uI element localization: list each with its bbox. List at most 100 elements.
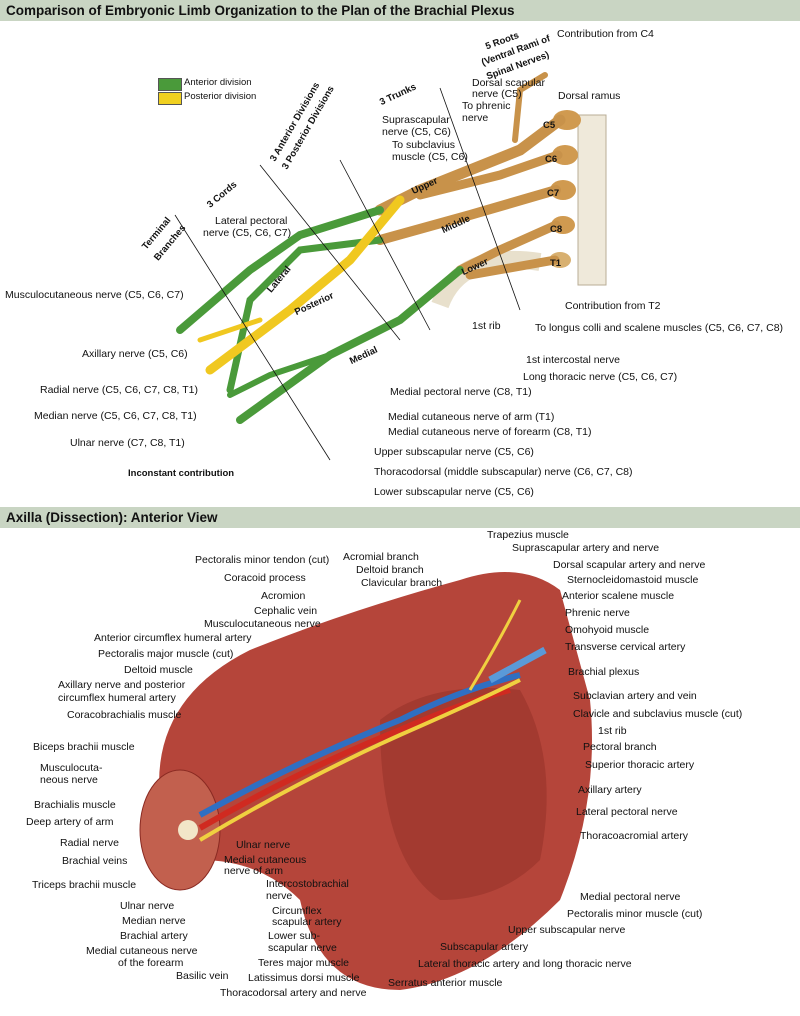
label: Dorsal scapular xyxy=(472,77,545,89)
label: C5 xyxy=(543,120,556,131)
label: Cephalic vein xyxy=(254,605,318,617)
label: Intercostobrachial xyxy=(266,878,349,890)
label: muscle (C5, C6) xyxy=(392,151,468,163)
label: C8 xyxy=(550,224,563,235)
label: neous nerve xyxy=(40,774,98,786)
plexus-nerves xyxy=(176,72,566,424)
label: Medial cutaneous nerve of arm (T1) xyxy=(388,411,555,423)
label: Suprascapular artery and nerve xyxy=(512,542,660,554)
label: 1st intercostal nerve xyxy=(526,354,620,366)
label: Coracoid process xyxy=(224,572,306,584)
label: scapular nerve xyxy=(268,942,337,954)
label: Medial cutaneous nerve of forearm (C8, T… xyxy=(388,426,592,438)
label: Musculocuta- xyxy=(40,762,103,774)
label: Subscapular artery xyxy=(440,941,529,953)
label: Anterior scalene muscle xyxy=(562,590,675,602)
label: Deltoid muscle xyxy=(124,664,193,676)
label: Pectoral branch xyxy=(583,741,657,753)
label: Dorsal ramus xyxy=(558,90,621,102)
label: Biceps brachii muscle xyxy=(33,741,135,753)
label: nerve of arm xyxy=(224,865,283,877)
label: Suprascapular xyxy=(382,114,450,126)
label: Trapezius muscle xyxy=(487,529,569,541)
label: Axillary artery xyxy=(578,784,642,796)
label: Ulnar nerve (C7, C8, T1) xyxy=(70,437,185,449)
label: Subclavian artery and vein xyxy=(573,690,697,702)
label: circumflex humeral artery xyxy=(58,692,176,704)
label: Brachialis muscle xyxy=(34,799,116,811)
label: C7 xyxy=(547,188,560,199)
label: Phrenic nerve xyxy=(565,607,630,619)
label: Musculocutaneous nerve (C5, C6, C7) xyxy=(5,289,184,301)
label: Axillary nerve (C5, C6) xyxy=(82,348,188,360)
label: nerve (C5, C6, C7) xyxy=(203,227,292,239)
label: Basilic vein xyxy=(176,970,229,982)
label: Teres major muscle xyxy=(258,957,350,969)
label: Medial cutaneous nerve xyxy=(86,945,198,957)
label: Musculocutaneous nerve xyxy=(204,618,321,630)
label: Lateral pectoral nerve xyxy=(576,806,678,818)
label: Lateral thoracic artery and long thoraci… xyxy=(418,958,632,970)
label: Brachial artery xyxy=(120,930,188,942)
label: Brachial veins xyxy=(62,855,128,867)
label: nerve (C5) xyxy=(472,88,522,100)
label: Lower subscapular nerve (C5, C6) xyxy=(374,486,534,498)
label: Deep artery of arm xyxy=(26,816,114,828)
label: Triceps brachii muscle xyxy=(32,879,137,891)
axilla-dissection xyxy=(139,572,592,990)
label: Thoracoacromial artery xyxy=(580,830,688,842)
label: Ulnar nerve xyxy=(120,900,175,912)
label: Medial pectoral nerve (C8, T1) xyxy=(390,386,532,398)
label: nerve xyxy=(266,890,293,902)
label: Ulnar nerve xyxy=(236,839,291,851)
label: Anterior circumflex humeral artery xyxy=(94,632,252,644)
label: Brachial plexus xyxy=(568,666,640,678)
label: Sternocleidomastoid muscle xyxy=(567,574,699,586)
label: Clavicle and subclavius muscle (cut) xyxy=(573,708,743,720)
label: 1st rib xyxy=(598,725,627,737)
label: Latissimus dorsi muscle xyxy=(248,972,360,984)
label: Coracobrachialis muscle xyxy=(67,709,182,721)
label: To phrenic xyxy=(462,100,511,112)
section-title-brachial-plexus: Comparison of Embryonic Limb Organizatio… xyxy=(0,0,800,21)
label: scapular artery xyxy=(272,916,342,928)
label: Superior thoracic artery xyxy=(585,759,695,771)
label: C6 xyxy=(545,154,558,165)
legend-swatch-anterior xyxy=(158,78,182,91)
label: Median nerve (C5, C6, C7, C8, T1) xyxy=(34,410,197,422)
label: Transverse cervical artery xyxy=(565,641,686,653)
label: Upper subscapular nerve (C5, C6) xyxy=(374,446,534,458)
label: Clavicular branch xyxy=(361,577,443,589)
legend-label-anterior: Anterior division xyxy=(184,77,252,88)
label: Median nerve xyxy=(122,915,186,927)
label: Radial nerve (C5, C6, C7, C8, T1) xyxy=(40,384,198,396)
label: Pectoralis minor tendon (cut) xyxy=(195,554,330,566)
label: of the forearm xyxy=(118,957,184,969)
label: Axillary nerve and posterior xyxy=(58,679,186,691)
label: Lower sub- xyxy=(268,930,320,942)
label: Upper subscapular nerve xyxy=(508,924,626,936)
label: Thoracodorsal (middle subscapular) nerve… xyxy=(374,466,633,478)
label: To longus colli and scalene muscles (C5,… xyxy=(535,322,784,334)
label: T1 xyxy=(550,258,562,269)
section-title-axilla: Axilla (Dissection): Anterior View xyxy=(0,507,800,528)
leader-lines xyxy=(174,87,521,461)
legend-label-posterior: Posterior division xyxy=(184,91,257,102)
label: Dorsal scapular artery and nerve xyxy=(553,559,706,571)
label: Deltoid branch xyxy=(356,564,424,576)
vertebral-column xyxy=(549,110,607,286)
label: 1st rib xyxy=(472,320,501,332)
label: nerve (C5, C6) xyxy=(382,126,451,138)
label: Acromial branch xyxy=(343,551,419,563)
label: nerve xyxy=(462,112,489,124)
label: Medial pectoral nerve xyxy=(580,891,681,903)
label: Acromion xyxy=(261,590,306,602)
label: Contribution from C4 xyxy=(557,28,654,40)
label: Contribution from T2 xyxy=(565,300,661,312)
label: Medial cutaneous xyxy=(224,854,307,866)
label: Long thoracic nerve (C5, C6, C7) xyxy=(523,371,678,383)
label: Thoracodorsal artery and nerve xyxy=(220,987,367,999)
label: Lateral pectoral xyxy=(215,215,288,227)
label: Omohyoid muscle xyxy=(565,624,650,636)
